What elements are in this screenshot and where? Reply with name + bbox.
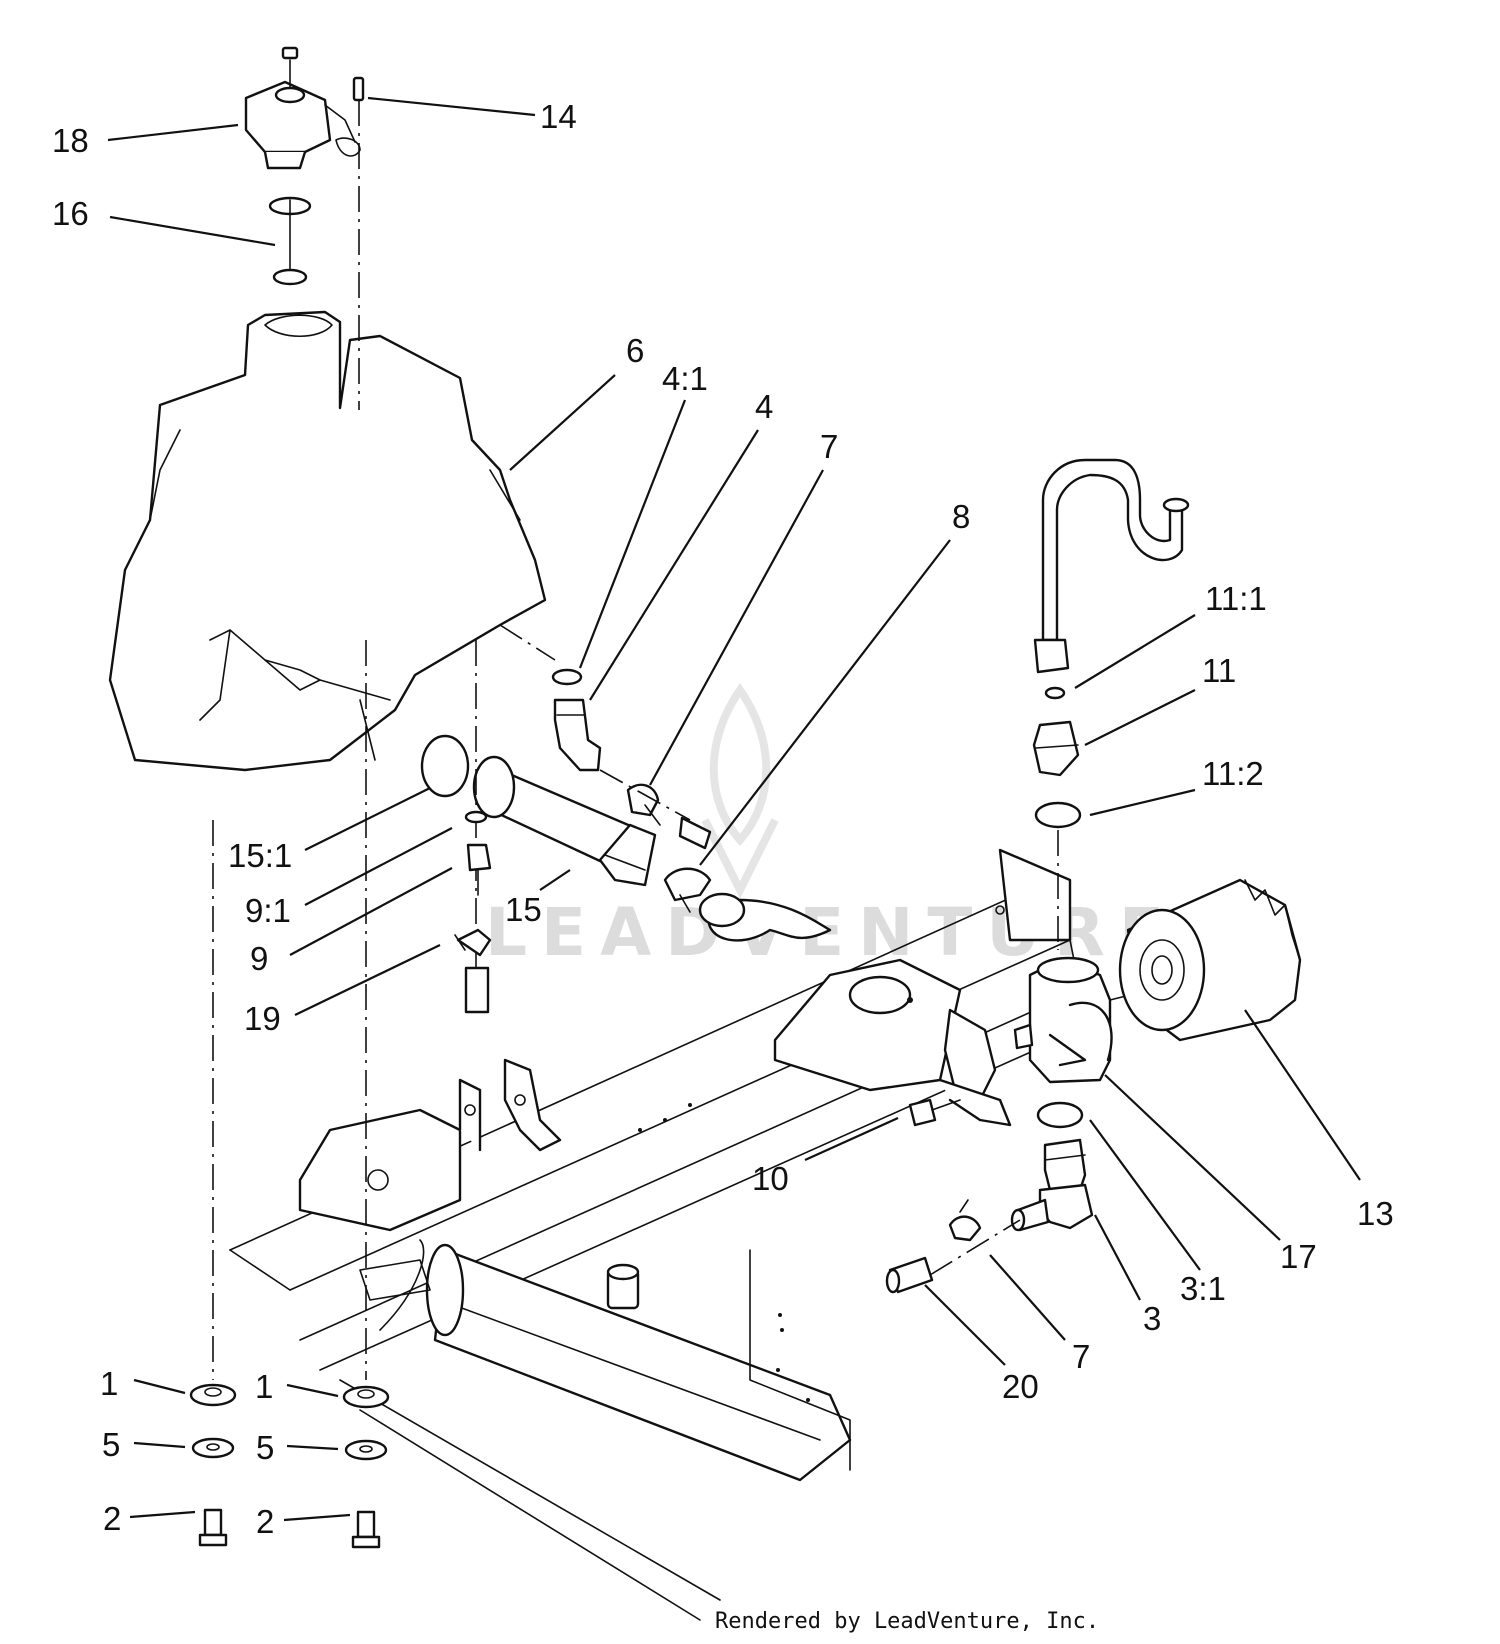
callout-5-right: 5 [256, 1429, 274, 1466]
mount-hardware-right [342, 640, 390, 1549]
callout-4: 4 [755, 388, 773, 425]
callout-9-1: 9:1 [245, 892, 291, 929]
watermark-flame-icon [701, 683, 779, 899]
callout-5-left: 5 [102, 1426, 120, 1463]
callout-9: 9 [250, 940, 268, 977]
callout-17: 17 [1280, 1238, 1317, 1275]
callout-8: 8 [952, 498, 970, 535]
callout-7-lower: 7 [1072, 1338, 1090, 1375]
fuel-cap-assembly [244, 46, 365, 410]
callout-14: 14 [540, 98, 577, 135]
callout-labels: 18 14 16 6 4:1 4 7 8 11:1 11 11:2 15:1 9… [52, 98, 1394, 1540]
callout-3: 3 [1143, 1300, 1161, 1337]
callout-15-1: 15:1 [228, 837, 292, 874]
callout-15: 15 [505, 891, 542, 928]
callout-13: 13 [1357, 1195, 1394, 1232]
callout-19: 19 [244, 1000, 281, 1037]
fuel-line-assembly [1032, 458, 1190, 950]
fuel-sensor [454, 640, 492, 1014]
callout-11: 11 [1202, 652, 1236, 689]
fuel-filter-screen [420, 734, 832, 942]
fuel-tank [108, 310, 547, 772]
callout-7-upper: 7 [820, 428, 838, 465]
frame-assembly [229, 848, 1081, 1621]
callout-2-left: 2 [103, 1500, 121, 1537]
leader-lines [107, 96, 1361, 1522]
callout-10: 10 [752, 1160, 789, 1197]
render-credit: Rendered by LeadVenture, Inc. [715, 1609, 1099, 1634]
callout-11-2: 11:2 [1202, 755, 1264, 792]
callout-1-right: 1 [255, 1368, 273, 1405]
tank-fitting-upper [499, 624, 712, 850]
callout-20: 20 [1002, 1368, 1039, 1405]
filter-head-assembly [1013, 956, 1131, 1084]
oil-filter [1118, 878, 1302, 1042]
lower-fitting [885, 1098, 1094, 1294]
mount-hardware-left [189, 820, 237, 1547]
callout-11-1: 11:1 [1205, 580, 1267, 617]
callout-1-left: 1 [100, 1365, 118, 1402]
callout-2-right: 2 [256, 1503, 274, 1540]
callout-6: 6 [626, 332, 644, 369]
callout-16: 16 [52, 195, 89, 232]
callout-3-1: 3:1 [1180, 1270, 1226, 1307]
callout-4-1: 4:1 [662, 360, 708, 397]
callout-18: 18 [52, 122, 89, 159]
